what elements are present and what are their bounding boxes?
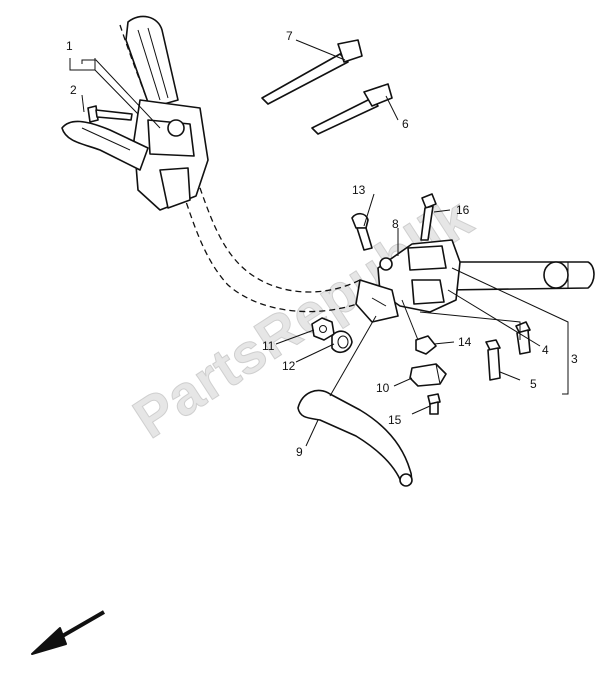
- callout-13: 13: [352, 183, 366, 197]
- callout-3: 3: [571, 352, 578, 366]
- bolt-5: [485, 339, 501, 381]
- callout-10: 10: [376, 381, 390, 395]
- left-grip: [125, 15, 179, 109]
- callout-2: 2: [70, 83, 77, 97]
- callout-5: 5: [530, 377, 537, 391]
- nut-11: [311, 317, 335, 341]
- bolt-2: [87, 105, 133, 123]
- cable-tie-6: [311, 83, 393, 135]
- right-grip: [444, 261, 595, 291]
- front-direction-arrow-icon: [31, 610, 105, 655]
- cable-tie-7: [261, 39, 363, 105]
- callout-9: 9: [296, 445, 303, 459]
- callout-16: 16: [456, 203, 470, 217]
- callout-8: 8: [392, 217, 399, 231]
- brake-lever-9: [297, 389, 413, 487]
- callout-4: 4: [542, 343, 549, 357]
- left-clutch-assembly: [61, 99, 209, 211]
- callout-6: 6: [402, 117, 409, 131]
- bolt-13: [351, 212, 373, 251]
- collar-14: [415, 335, 437, 355]
- callout-15: 15: [388, 413, 402, 427]
- switch-10: [409, 363, 447, 387]
- brake-master-cylinder: [355, 239, 461, 323]
- callout-labels: 1 2 3 4 5 6 7 8 9 10 11 12 13 14 15 16: [66, 29, 578, 459]
- leader-lines: [69, 39, 569, 447]
- spacer-12: [331, 330, 353, 354]
- callout-14: 14: [458, 335, 472, 349]
- bolt-4: [515, 321, 531, 355]
- screw-15: [427, 393, 441, 415]
- callout-7: 7: [286, 29, 293, 43]
- callout-12: 12: [282, 359, 296, 373]
- callout-1: 1: [66, 39, 73, 53]
- callout-11: 11: [262, 339, 275, 353]
- screw-16: [420, 193, 437, 241]
